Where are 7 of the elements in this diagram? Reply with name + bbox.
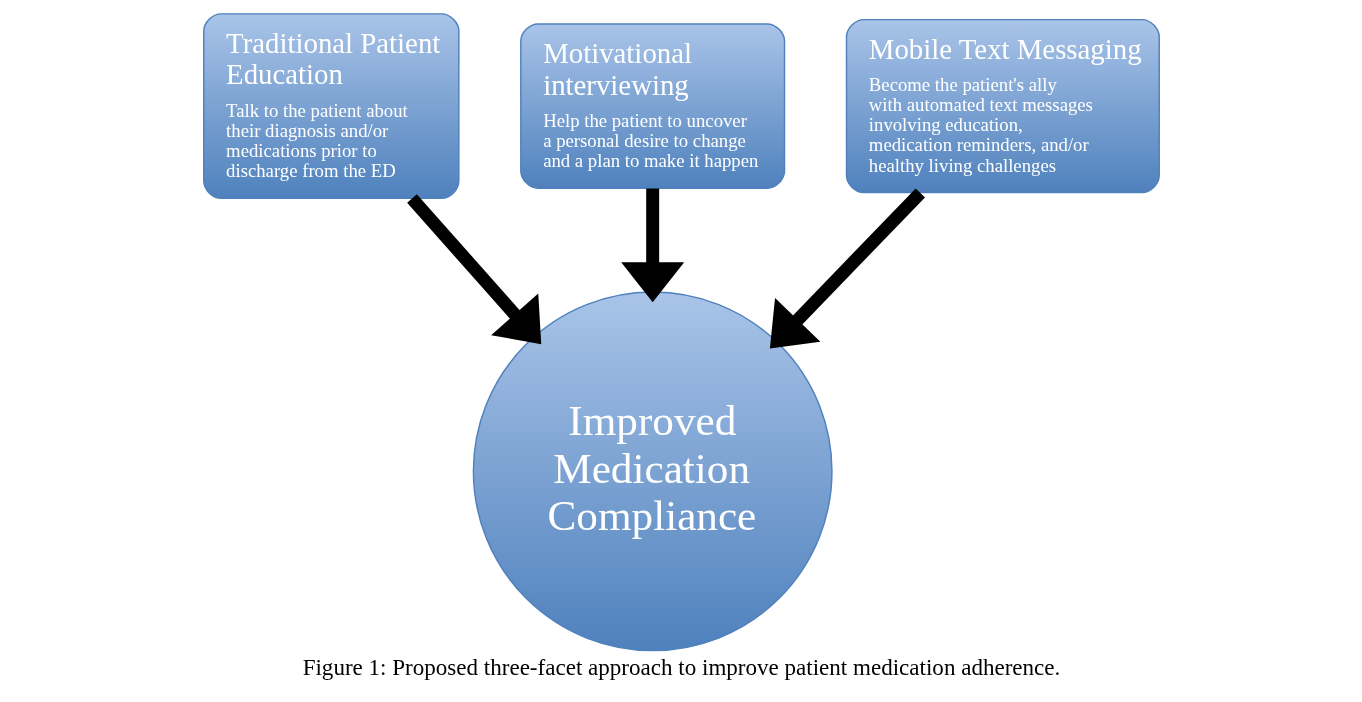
arrow xyxy=(620,188,684,303)
caption: Figure 1: Proposed three-facet approach to improve patient medication adherence. xyxy=(302,653,1060,680)
node-box: Motivational interviewing Help the patient to uncover a personal desire to change and a plan to make it happen xyxy=(519,23,785,189)
node-box: Mobile Text Messaging Become the patient's ally with automated text messages involving education, medication reminders, and/or healthy living challenges xyxy=(845,18,1160,194)
node-box: Traditional Patient Education Talk to the patient about their diagnosis and/or medications prior to discharge from the ED xyxy=(202,13,460,200)
arrow xyxy=(769,188,925,349)
arrow xyxy=(406,194,541,345)
